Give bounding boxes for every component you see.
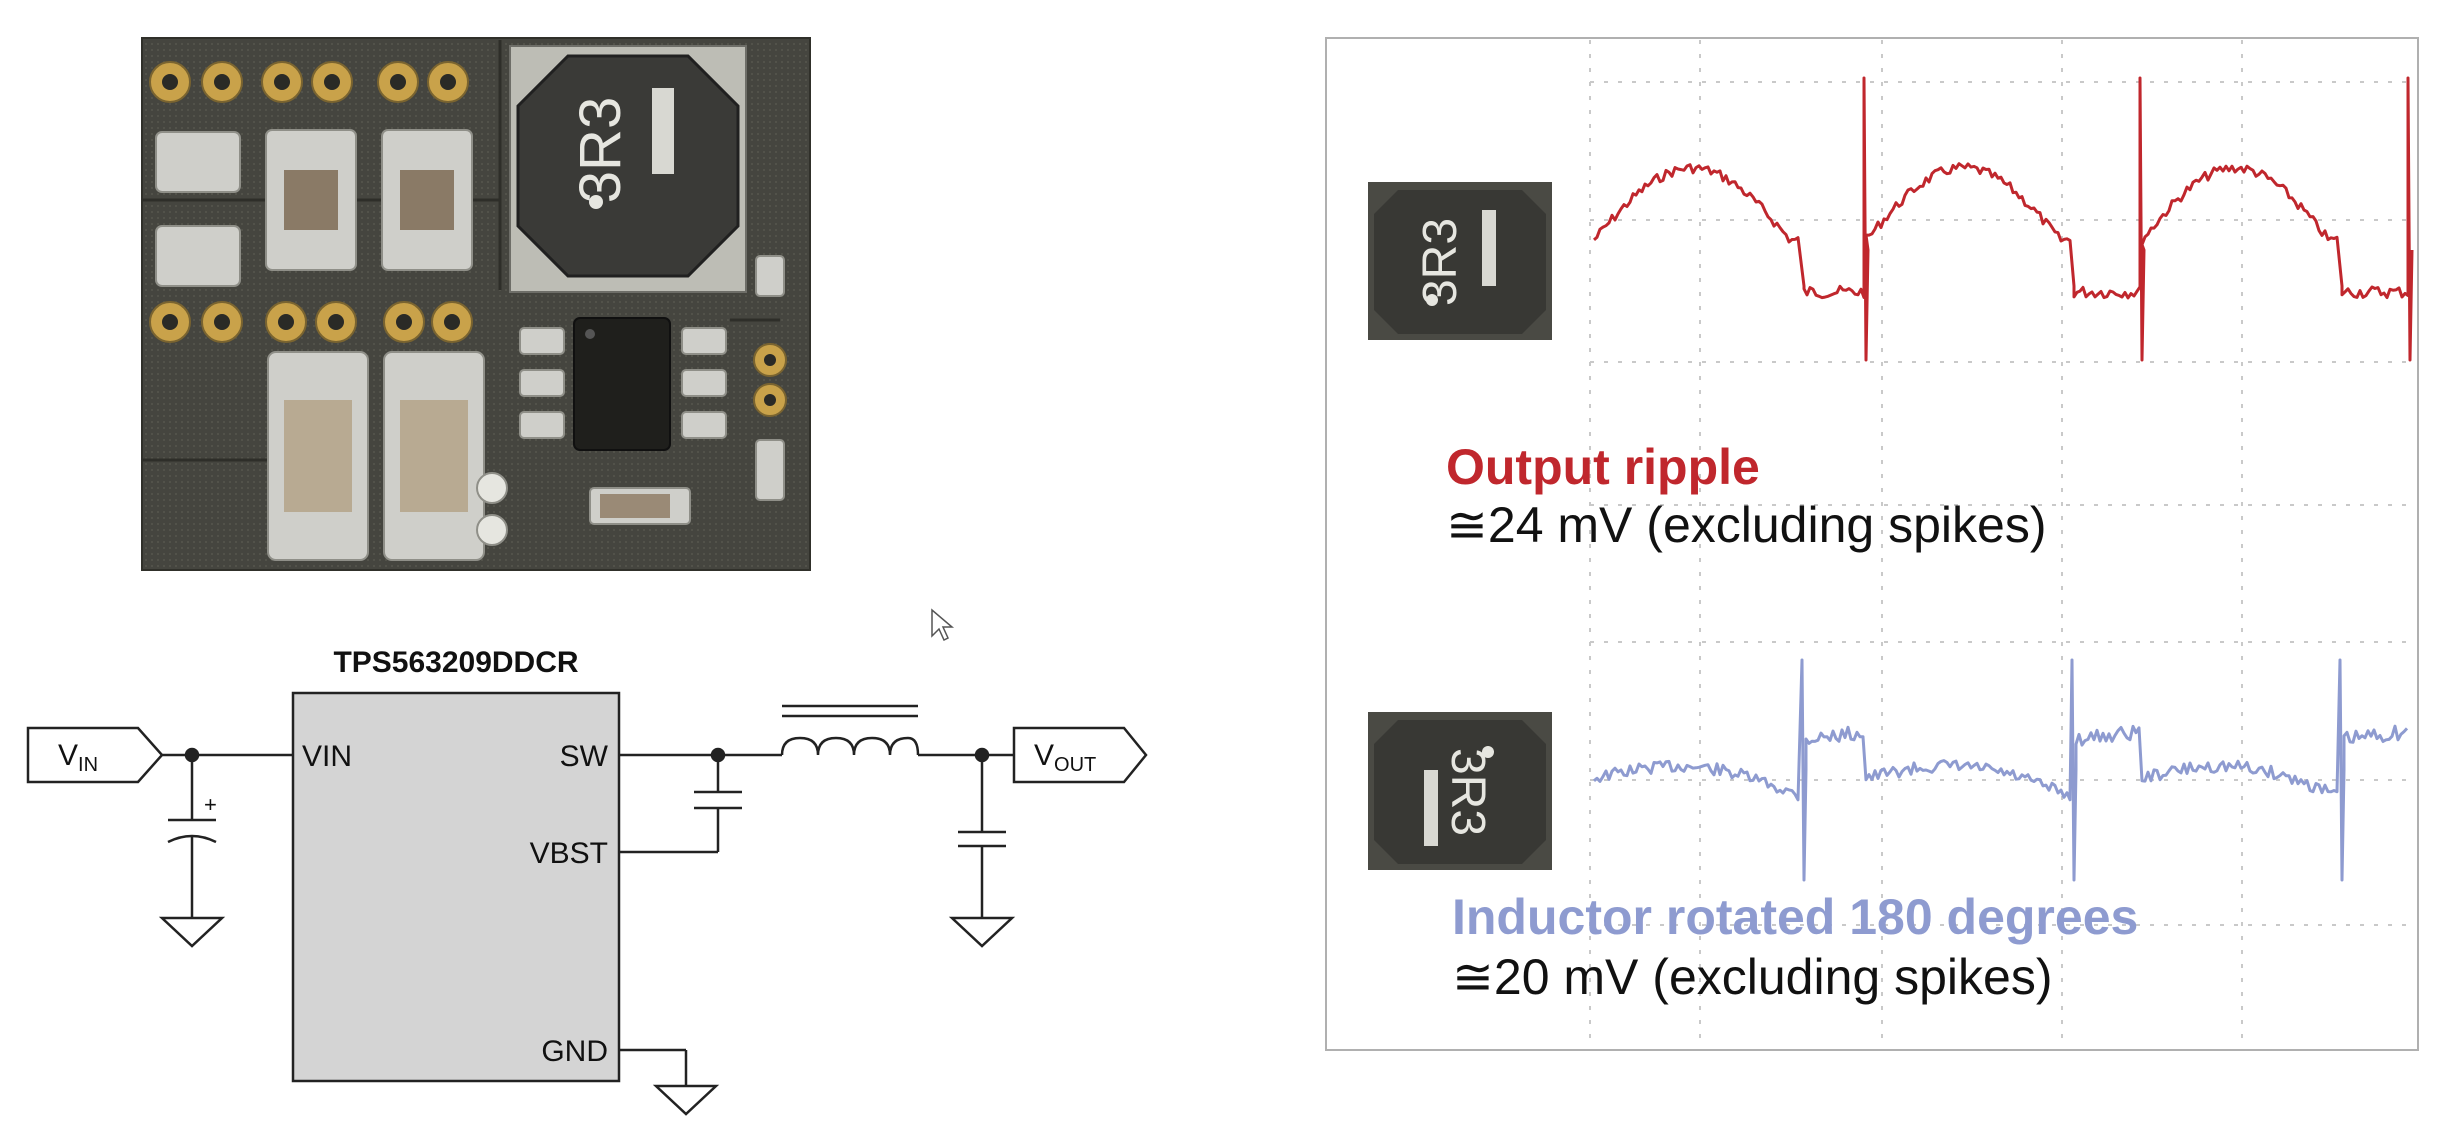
vout-tag-label: VOUT [1034, 739, 1096, 776]
pin-vbst-label: VBST [530, 837, 608, 870]
pcb-photo: 3R3 [141, 37, 811, 571]
schematic-labels: TPS563209DDCR VIN VOUT + VIN SW VBST GND [58, 646, 1096, 1068]
smd-pads-left [155, 131, 241, 287]
scope-panel: 3R3 3R3 Output ripple ≅24 mV (excluding … [1325, 37, 2419, 1051]
inductor-thumb-bottom: 3R3 [1368, 712, 1552, 870]
mouse-cursor-icon [931, 608, 955, 642]
ripple-waveform-bottom [1593, 658, 2409, 882]
pcb-inductor: 3R3 [509, 45, 747, 293]
trace-top-value: ≅24 mV (excluding spikes) [1446, 497, 2046, 553]
inductor-thumb-top: 3R3 [1368, 182, 1552, 340]
trace-bottom-title: Inductor rotated 180 degrees [1452, 889, 2138, 945]
via-column-right [476, 255, 787, 546]
ground-symbol-ic [652, 1084, 720, 1116]
ic-part-number: TPS563209DDCR [333, 646, 578, 679]
ground-symbol-input [158, 916, 226, 948]
pcb-inductor-marking: 3R3 [568, 97, 633, 203]
pcb-ic [519, 317, 727, 451]
bulk-capacitors [267, 351, 485, 561]
pin-gnd-label: GND [541, 1035, 608, 1068]
schematic [26, 691, 1148, 1116]
ground-symbol-output [948, 916, 1016, 948]
cap-polarity-mark: + [204, 792, 217, 817]
ic-body [291, 691, 621, 1083]
vin-tag-label: VIN [58, 739, 98, 776]
pin-vin-label: VIN [302, 740, 352, 773]
inductor-thumb-bottom-marking: 3R3 [1441, 748, 1494, 836]
inductor-symbol [780, 736, 920, 756]
trace-bottom-value: ≅20 mV (excluding spikes) [1452, 949, 2052, 1005]
via-row-middle [149, 301, 473, 343]
ripple-waveform-top [1592, 76, 2414, 362]
scope-grid [1589, 40, 2416, 1048]
trace-top-title: Output ripple [1446, 439, 1760, 495]
via-row-top [149, 61, 469, 103]
vin-port-tag [26, 726, 164, 784]
inductor-thumb-top-marking: 3R3 [1414, 218, 1467, 306]
vout-port-tag [1012, 726, 1148, 784]
pin-sw-label: SW [560, 740, 609, 773]
small-capacitors [265, 129, 473, 271]
